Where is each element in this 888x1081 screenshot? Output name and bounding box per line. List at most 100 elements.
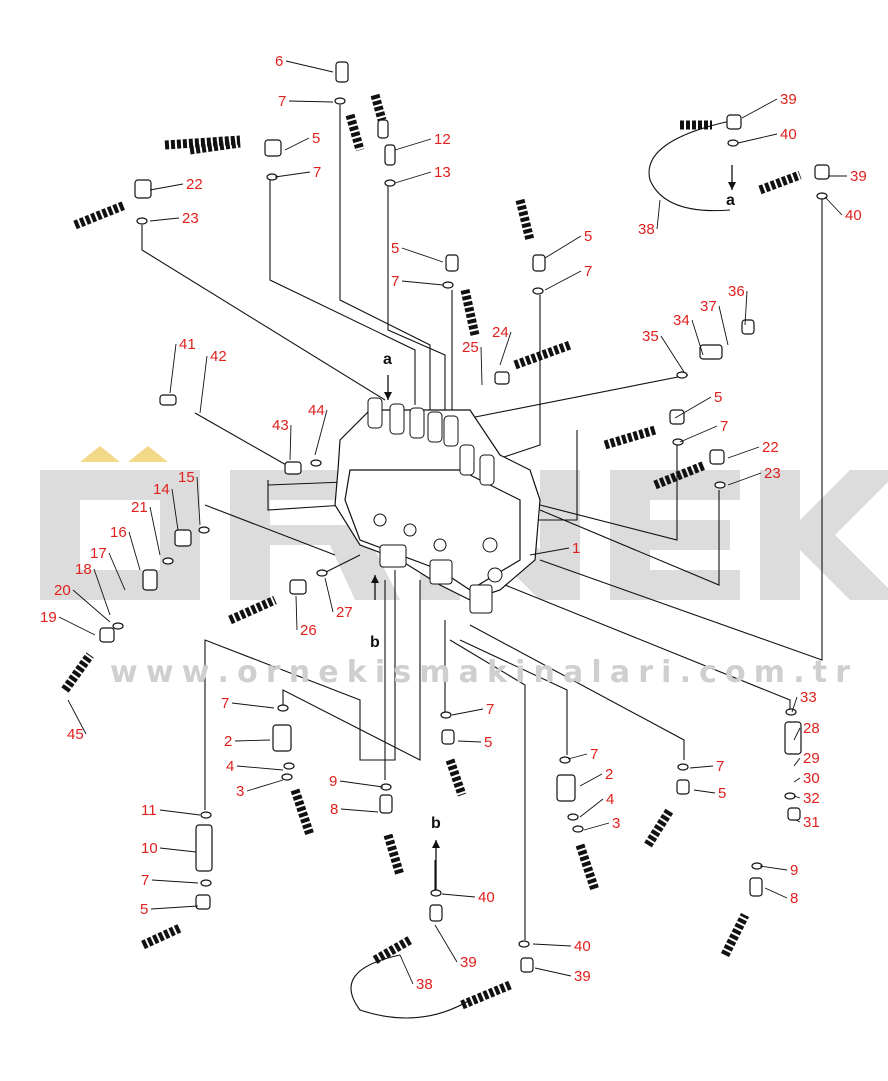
leader-line (149, 217, 180, 222)
hose-stub (720, 912, 750, 958)
part-label-5: 5 (391, 240, 399, 257)
leader-line (744, 290, 748, 326)
hose-line (204, 504, 336, 556)
hose-stub (758, 170, 802, 195)
part-label-15: 15 (178, 469, 195, 486)
leader-line (727, 472, 762, 486)
part-label-13: 13 (434, 164, 451, 181)
hose-stub (372, 936, 413, 964)
leader-line (150, 905, 199, 910)
hose-stub (290, 788, 315, 837)
fitting (384, 144, 396, 166)
fitting (532, 254, 546, 272)
leader-line (791, 696, 798, 713)
hose-stub (644, 807, 674, 848)
o-ring (200, 811, 212, 819)
leader-line (399, 954, 414, 985)
part-label-7: 7 (590, 746, 598, 763)
hose-line (204, 570, 396, 810)
o-ring (112, 622, 124, 630)
leader-line (324, 577, 334, 613)
o-ring (162, 557, 174, 565)
fitting (289, 579, 307, 595)
fitting (159, 394, 177, 406)
o-ring (677, 763, 689, 771)
part-label-28: 28 (803, 720, 820, 737)
fitting (195, 824, 213, 872)
leader-line (737, 133, 778, 144)
leader-line (693, 789, 716, 794)
leader-line (234, 739, 271, 742)
part-label-31: 31 (803, 814, 820, 831)
fitting (99, 627, 115, 643)
hose-stub (515, 198, 535, 242)
leader-lines (58, 60, 847, 985)
hose-line (539, 490, 720, 586)
o-ring (532, 287, 544, 295)
part-label-9: 9 (790, 862, 798, 879)
o-ring (277, 704, 289, 712)
part-label-38: 38 (416, 976, 433, 993)
part-label-21: 21 (131, 499, 148, 516)
part-label-32: 32 (803, 790, 820, 807)
o-ring (440, 711, 452, 719)
watermark-url-layer: w w w . o r n e k i s m a k i n a l a r … (110, 655, 850, 690)
part-label-10: 10 (141, 840, 158, 857)
hose-stub (345, 113, 365, 152)
hose-line (141, 225, 386, 401)
part-label-16: 16 (110, 524, 127, 541)
part-label-23: 23 (764, 465, 781, 482)
part-label-40: 40 (478, 889, 495, 906)
o-ring (785, 708, 797, 716)
fitting (429, 904, 443, 922)
o-ring (136, 217, 148, 225)
fitting (379, 794, 393, 814)
fitting (699, 344, 723, 360)
leader-line (656, 199, 661, 230)
hose-stub (370, 93, 387, 122)
leader-line (58, 616, 96, 636)
part-label-7: 7 (141, 872, 149, 889)
leader-line (718, 305, 729, 346)
hose-stub (164, 135, 241, 150)
leader-line (759, 865, 788, 871)
part-label-7: 7 (313, 164, 321, 181)
leader-line (339, 780, 384, 788)
hose-line (282, 580, 421, 761)
fitting (494, 371, 510, 385)
leader-line (401, 280, 444, 286)
leader-line (295, 595, 298, 631)
part-label-38: 38 (638, 221, 655, 238)
leader-line (793, 777, 801, 783)
leader-line (824, 196, 843, 216)
fitting (195, 894, 211, 910)
o-ring (518, 940, 530, 948)
o-ring (200, 879, 212, 887)
part-label-42: 42 (210, 348, 227, 365)
part-label-14: 14 (153, 481, 170, 498)
leader-line (674, 396, 712, 419)
part-label-9: 9 (329, 773, 337, 790)
o-ring (316, 569, 328, 577)
watermark-accent-left (80, 446, 120, 462)
o-ring (676, 371, 688, 379)
leader-line (108, 552, 126, 591)
o-ring (198, 526, 210, 534)
leader-line (534, 967, 572, 977)
part-label-41: 41 (179, 336, 196, 353)
view-marker-a: a (383, 351, 392, 368)
hose-line (194, 412, 296, 471)
arrow-head-icon (371, 575, 379, 583)
o-ring (727, 139, 739, 147)
fitting (377, 119, 389, 139)
hose-stub (603, 425, 657, 450)
fitting (749, 877, 763, 897)
hose-stub (460, 289, 480, 336)
part-label-7: 7 (391, 273, 399, 290)
hose-line (350, 954, 471, 1019)
fitting (556, 774, 576, 802)
part-label-43: 43 (272, 417, 289, 434)
hose-line (459, 374, 689, 421)
o-ring (559, 756, 571, 764)
part-label-12: 12 (434, 131, 451, 148)
